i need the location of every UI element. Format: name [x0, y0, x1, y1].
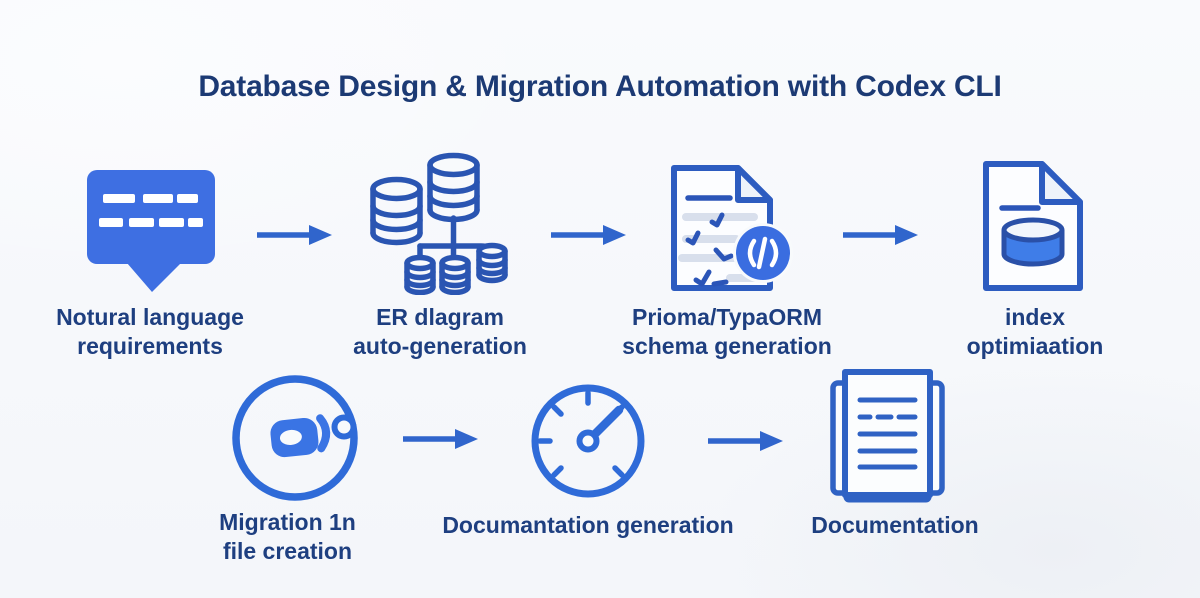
arrow-right-icon	[843, 225, 918, 245]
step-label-line: optimiaation	[966, 333, 1104, 359]
step-label: Documantation generation	[408, 511, 768, 540]
step-label: Prioma/TypaORM schema generation	[592, 303, 862, 361]
step-label-line: schema generation	[622, 333, 832, 359]
step-label-line: Migration 1n	[219, 509, 356, 535]
step-label: ER dlagram auto-generation	[310, 303, 570, 361]
gauge-icon	[531, 384, 645, 498]
step-label-line: Notural language	[56, 304, 244, 330]
step-label: index optimiaation	[905, 303, 1165, 361]
step-label-line: requirements	[77, 333, 223, 359]
step-label: Migration 1n file creation	[160, 508, 415, 566]
step-label-line: Documantation generation	[442, 512, 734, 538]
sync-circle-icon	[232, 375, 358, 501]
step-label-line: index	[1004, 304, 1066, 330]
arrow-right-icon	[708, 431, 783, 451]
er-diagram-icon	[370, 152, 508, 295]
arrow-right-icon	[551, 225, 626, 245]
database-document-icon	[983, 161, 1083, 291]
step-label: Documentation	[780, 511, 1010, 540]
step-label-line: Documentation	[811, 512, 979, 538]
code-document-icon	[671, 165, 793, 291]
step-label-line: auto-generation	[353, 333, 527, 359]
documents-stack-icon	[830, 369, 945, 503]
arrow-right-icon	[257, 225, 332, 245]
chat-bubble-icon	[87, 170, 215, 292]
step-label-line: file creation	[222, 538, 353, 564]
page-title: Database Design & Migration Automation w…	[198, 70, 1002, 103]
step-label: Notural language requirements	[20, 303, 280, 361]
step-label-line: ER dlagram	[376, 304, 504, 330]
step-label-line: Prioma/TypaORM	[632, 304, 822, 330]
arrow-right-icon	[403, 429, 478, 449]
